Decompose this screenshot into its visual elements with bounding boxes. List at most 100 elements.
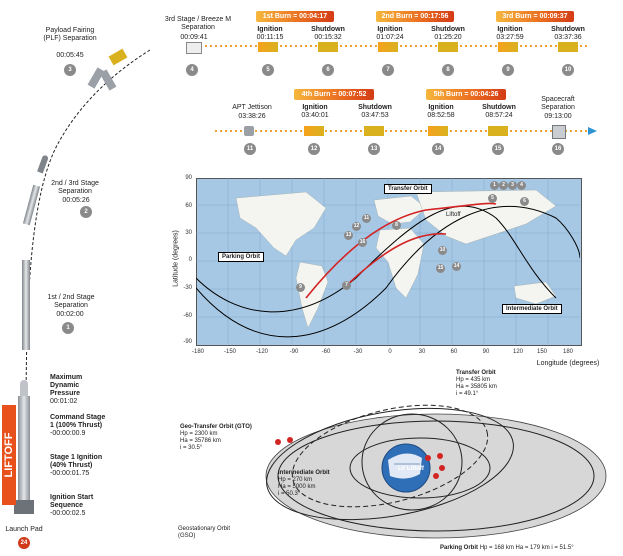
map-point-11: 11 [362, 214, 371, 223]
x-tick: 180 [562, 349, 573, 355]
x-tick: -30 [353, 349, 363, 355]
tag-intermediate: Intermediate Orbit [502, 304, 562, 314]
map-point-16: 16 [358, 238, 367, 247]
map-point-10: 10 [438, 246, 447, 255]
event-num-6: 6 [322, 64, 334, 76]
event-stage12-time: 00:02:00 [56, 311, 84, 318]
apt-icon [244, 126, 254, 136]
spacecraft-icon [552, 125, 566, 139]
orbit-diagram [265, 404, 607, 539]
map-point-2: 2 [499, 181, 508, 190]
map-liftoff: Liftoff [446, 212, 461, 218]
map-point-9: 9 [296, 283, 305, 292]
map-point-14: 14 [452, 262, 461, 271]
tag-parking: Parking Orbit [218, 252, 265, 262]
event-num-16: 16 [552, 143, 564, 155]
event-num-2: 2 [80, 206, 92, 218]
liftoff-banner: LIFTOFF [2, 405, 16, 505]
event-stage23-title: 2nd / 3rd Stage Separation [51, 180, 99, 195]
x-tick: 90 [482, 349, 490, 355]
engine-icon [558, 42, 578, 52]
map-point-8: 8 [392, 221, 401, 230]
event-stage12-title: 1st / 2nd Stage Separation [47, 294, 95, 309]
event-fairing-time: 00:05:45 [56, 52, 84, 59]
burn3-bar: 3rd Burn = 00:09:37 [496, 11, 574, 22]
liftoff-tag: LV Liftoff [398, 466, 424, 472]
map-point-5: 5 [488, 194, 497, 203]
engine-icon [258, 42, 278, 52]
map-point-1: 1 [490, 181, 499, 190]
event-num-12: 12 [308, 143, 320, 155]
x-tick: 60 [450, 349, 458, 355]
breeze-stage-icon [186, 42, 202, 54]
y-tick: -90 [183, 339, 192, 345]
y-tick: 90 [185, 175, 192, 181]
event-num-15: 15 [492, 143, 504, 155]
burn1-bar: 1st Burn = 00:04:17 [256, 11, 334, 22]
x-tick: 150 [536, 349, 547, 355]
y-tick: -60 [183, 313, 192, 319]
x-tick: -180 [191, 349, 204, 355]
map-point-3: 3 [508, 181, 517, 190]
event-num-11: 11 [244, 143, 256, 155]
x-tick: 120 [512, 349, 523, 355]
burn2-bar: 2nd Burn = 00:17:56 [376, 11, 454, 22]
event-num-14: 14 [432, 143, 444, 155]
pre-event-command: Command Stage 1 (100% Thrust)-00:00:00.9 [50, 414, 106, 437]
tag-transfer: Transfer Orbit [384, 184, 432, 194]
apt-time: 03:38:26 [238, 113, 266, 120]
stage2-icon [22, 260, 30, 350]
geo-label: Geostationary Orbit (GSO) [178, 526, 231, 539]
event-num-1: 1 [62, 322, 74, 334]
rocket-icon [14, 380, 34, 530]
y-tick: 30 [185, 230, 192, 236]
event-num-8: 8 [442, 64, 454, 76]
x-tick: -120 [255, 349, 268, 355]
y-tick: 0 [188, 257, 192, 263]
burn4-bar: 4th Burn = 00:07:52 [294, 89, 374, 100]
event-stage23-time: 00:05:26 [62, 197, 90, 204]
spacecraft-title: Spacecraft Separation [541, 96, 575, 111]
launch-pad-number: 24 [18, 537, 30, 549]
map-point-12: 12 [352, 222, 361, 231]
y-tick: -30 [183, 285, 192, 291]
event-num-13: 13 [368, 143, 380, 155]
ground-track-map [196, 178, 580, 344]
engine-icon [428, 126, 448, 136]
x-tick: 30 [418, 349, 426, 355]
map-point-13: 13 [344, 231, 353, 240]
engine-icon [378, 42, 398, 52]
map-xlabel: Longitude (degrees) [536, 360, 600, 367]
event-num-3: 3 [64, 64, 76, 76]
x-tick: -90 [289, 349, 299, 355]
engine-icon [304, 126, 324, 136]
engine-icon [488, 126, 508, 136]
event-num-7: 7 [382, 64, 394, 76]
spacecraft-time: 09:13:00 [544, 113, 572, 120]
y-tick: 60 [185, 203, 192, 209]
separation-title: 3rd Stage / Breeze M Separation [164, 16, 232, 31]
event-fairing-title: Payload Fairing (PLF) Separation [43, 27, 97, 42]
event-num-5: 5 [262, 64, 274, 76]
engine-icon [498, 42, 518, 52]
apt-title: APT Jettison [232, 104, 272, 111]
event-num-9: 9 [502, 64, 514, 76]
map-point-7: 7 [342, 281, 351, 290]
event-num-10: 10 [562, 64, 574, 76]
launch-pad-label: Launch Pad [5, 526, 43, 533]
event-num-4: 4 [186, 64, 198, 76]
map-point-4: 4 [517, 181, 526, 190]
x-tick: -60 [321, 349, 331, 355]
